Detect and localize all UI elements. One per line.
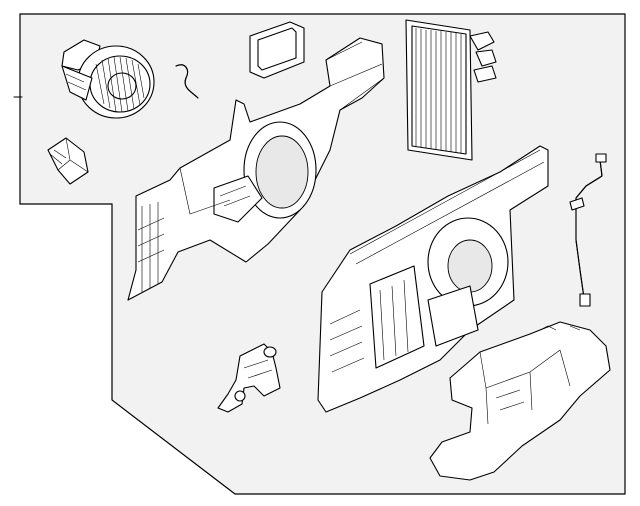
bottom-case-icon [429,321,611,481]
actuator-bracket-icon [217,343,281,413]
blower-motor-icon [61,39,155,119]
drain-tube-icon [569,153,607,307]
lower-housing-icon [317,145,549,413]
filter-seal-icon [249,21,305,79]
upper-housing-icon [127,37,385,301]
hose-icon [175,64,199,99]
heater-core-icon [405,19,497,161]
resistor-icon [47,137,89,185]
